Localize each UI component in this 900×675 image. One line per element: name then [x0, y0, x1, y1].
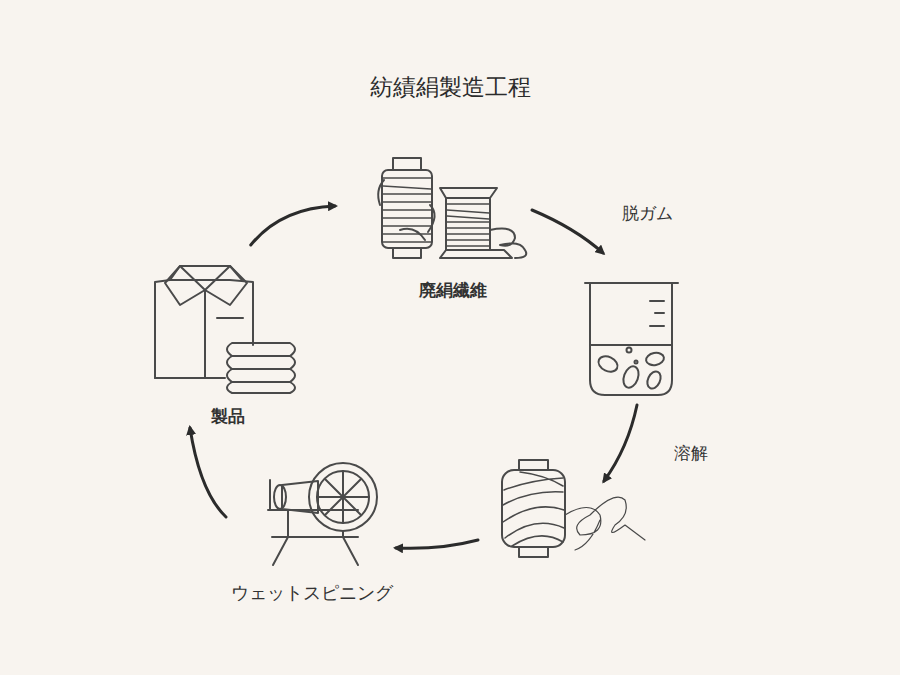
stage-caption: ウェットスピニング — [231, 581, 393, 605]
stage-caption: 製品 — [211, 405, 245, 428]
process-label: 脱ガム — [622, 202, 673, 225]
stage-node: 製品 — [150, 245, 305, 428]
spinning-wheel — [268, 463, 377, 565]
stage-node: ウェットスピニング — [222, 455, 402, 605]
yarn-cone — [502, 460, 645, 557]
flow-arrow — [190, 428, 226, 517]
beaker — [585, 283, 678, 395]
flow-arrows — [396, 210, 637, 548]
diagram-title: 紡績絹製造工程 — [370, 72, 531, 103]
thread-spools — [378, 158, 526, 258]
shirt-and-towels — [155, 266, 295, 393]
stage-node: 廃絹繊維 — [335, 150, 570, 302]
stage-caption: 廃絹繊維 — [419, 279, 487, 302]
flow-arrow — [251, 206, 335, 245]
process-label: 溶解 — [674, 442, 708, 465]
